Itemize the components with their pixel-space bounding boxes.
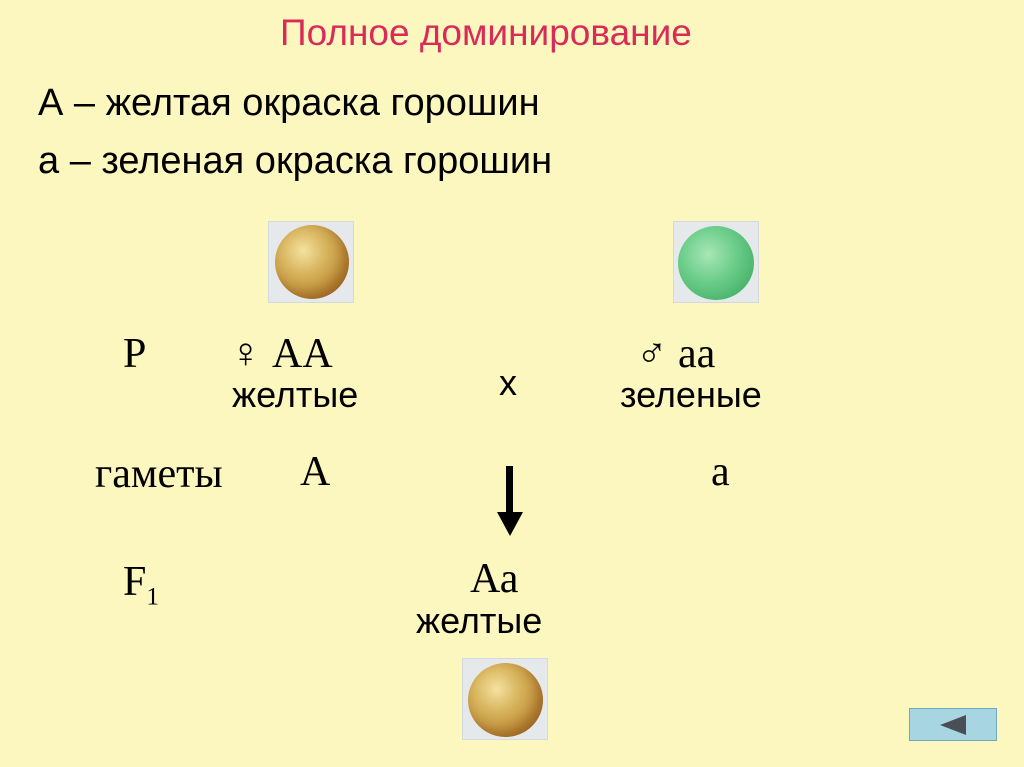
offspring-phenotype: желтые	[416, 600, 543, 641]
definition-recessive: а – зеленая окраска горошин	[38, 140, 553, 182]
male-genotype: ♂ аа	[636, 330, 715, 378]
male-genotype-text: аа	[678, 331, 716, 377]
male-pea-image	[673, 221, 759, 303]
gamete-male: а	[711, 449, 730, 495]
female-genotype-text: АА	[272, 331, 333, 377]
female-genotype: ♀ АА	[230, 330, 333, 378]
offspring-genotype: Аа	[470, 556, 519, 602]
slide-title: Полное доминирование	[280, 12, 692, 53]
female-phenotype: желтые	[232, 374, 359, 415]
female-symbol: ♀	[230, 331, 262, 377]
parents-label: Р	[123, 331, 147, 377]
f1-subscript: 1	[146, 583, 159, 611]
gamete-female: А	[300, 449, 331, 495]
offspring-pea-image	[462, 658, 548, 740]
gametes-label: гаметы	[95, 451, 223, 497]
back-button[interactable]	[909, 708, 997, 741]
f1-label: F1	[123, 558, 159, 611]
male-phenotype: зеленые	[620, 374, 762, 415]
male-symbol: ♂	[636, 331, 668, 377]
cross-symbol: х	[499, 362, 517, 403]
definition-dominant: А – желтая окраска горошин	[38, 82, 540, 124]
female-pea-image	[268, 221, 354, 303]
left-triangle-icon	[940, 715, 966, 735]
f1-letter: F	[123, 559, 147, 605]
